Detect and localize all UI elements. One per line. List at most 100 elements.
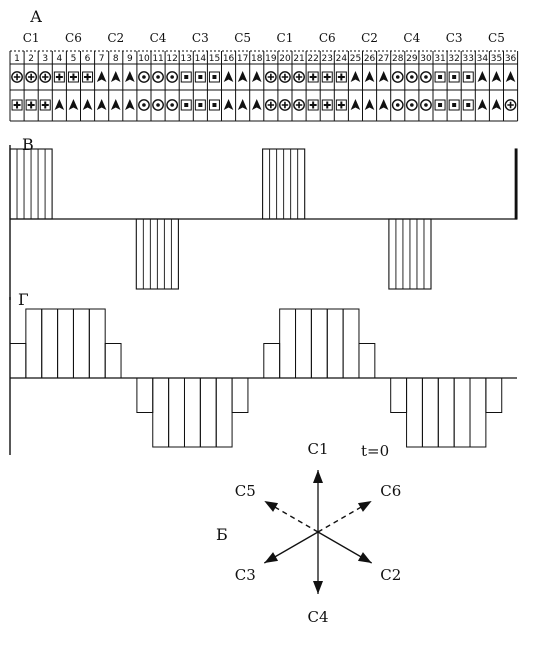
time-label: t=0 — [361, 442, 389, 460]
dot — [395, 103, 400, 107]
arrowhead — [491, 71, 502, 82]
slot-symbol-dot-box — [180, 99, 192, 111]
panel-label-a: А — [30, 7, 42, 26]
vector-label: C1 — [307, 440, 328, 458]
panel-label-b: Б — [216, 525, 228, 544]
waveform-v-block — [262, 148, 306, 220]
box — [434, 99, 446, 111]
slot-symbol-dot-circle — [152, 99, 164, 111]
dot — [170, 103, 174, 107]
arrowhead — [68, 99, 79, 110]
dot — [142, 75, 146, 79]
waveform-g — [9, 297, 517, 455]
slot-number: 11 — [152, 54, 163, 64]
circle — [293, 99, 305, 111]
arrowhead — [350, 71, 361, 82]
slot-symbol-triangle — [223, 99, 234, 110]
circle — [25, 71, 38, 83]
waveform-g-bar — [358, 343, 376, 379]
slot-number: 30 — [420, 54, 432, 64]
dot — [438, 75, 443, 79]
dot — [156, 75, 160, 79]
circle — [11, 71, 23, 83]
slot-number: 33 — [463, 54, 474, 64]
dot — [452, 75, 457, 79]
box — [448, 71, 460, 83]
slot-symbol-dot-circle — [166, 71, 179, 83]
slot-symbol-dot-box — [208, 99, 220, 111]
slot-symbol-triangle — [477, 71, 488, 82]
arrowhead — [350, 99, 361, 110]
phase-label: C2 — [361, 31, 378, 45]
slot-symbol-dot-box — [434, 99, 446, 111]
dot — [198, 75, 203, 79]
plus — [309, 73, 317, 81]
slot-symbol-plus-box — [39, 99, 51, 111]
slot-number: 3 — [42, 54, 48, 64]
slot-symbol-triangle — [364, 71, 375, 82]
circle — [138, 99, 150, 111]
dot — [452, 103, 457, 107]
vector-arrowhead — [264, 552, 279, 563]
arrowhead — [110, 71, 121, 82]
slot-symbol-triangle — [96, 99, 107, 110]
dot — [212, 103, 217, 107]
dot — [184, 103, 189, 107]
waveform-g-bar — [326, 308, 344, 379]
arrowhead — [491, 99, 502, 110]
slot-symbol-triangle — [223, 71, 234, 82]
circle — [152, 99, 164, 111]
arrowhead — [237, 71, 248, 82]
waveform-g-bar — [72, 308, 90, 379]
plus — [267, 73, 275, 81]
slot-number: 21 — [293, 54, 304, 64]
vector-shaft — [263, 500, 319, 533]
waveform-g-bar — [104, 343, 122, 379]
slot-symbol-dot-box — [194, 99, 206, 111]
circle — [293, 71, 305, 83]
arrowhead — [364, 99, 375, 110]
arrowhead — [251, 71, 262, 82]
box — [208, 71, 220, 83]
dot — [184, 75, 189, 79]
dot — [212, 75, 217, 79]
arrowhead — [223, 71, 234, 82]
circle — [420, 71, 432, 83]
plus — [323, 101, 331, 109]
vector-label: C6 — [380, 482, 401, 500]
slot-symbol-triangle — [491, 99, 502, 110]
phase-label: C6 — [65, 31, 82, 45]
waveform-v-block — [514, 148, 518, 220]
plus — [267, 101, 275, 109]
vector-c5: C5 — [235, 482, 319, 533]
box — [434, 71, 446, 83]
circle — [166, 99, 179, 111]
waveform-g-bar — [390, 377, 408, 413]
slot-number: 29 — [406, 54, 418, 64]
slot-symbol-plus-circle — [25, 71, 38, 83]
slot-number: 31 — [434, 54, 445, 64]
circle — [391, 71, 404, 83]
slot-number: 26 — [364, 54, 376, 64]
plus — [55, 73, 63, 81]
slot-symbol-triangle — [237, 99, 248, 110]
slot-symbol-plus-circle — [293, 99, 305, 111]
waveform-g-bar — [136, 377, 154, 413]
plus — [42, 73, 49, 81]
waveform-g-bar — [215, 377, 233, 448]
panel-label-v: В — [22, 135, 34, 154]
box — [321, 71, 333, 83]
box — [194, 71, 206, 83]
box — [321, 99, 333, 111]
slot-symbol-plus-box — [53, 71, 65, 83]
slot-symbol-triangle — [364, 99, 375, 110]
waveform-g-bar — [421, 377, 439, 448]
slot-symbol-triangle — [54, 99, 65, 110]
slot-symbol-dot-circle — [420, 99, 432, 111]
slot-symbol-plus-box — [307, 71, 319, 83]
waveform-g-bar — [168, 377, 185, 448]
plus — [309, 101, 317, 109]
arrowhead — [96, 99, 107, 110]
waveform-g-bar — [231, 377, 249, 413]
